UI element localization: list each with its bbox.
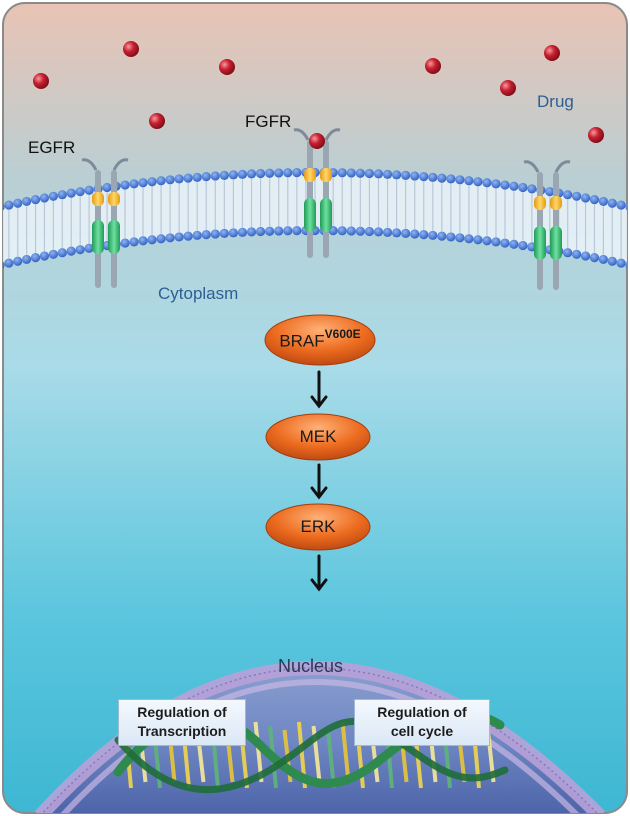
cytoplasm-label: Cytoplasm — [158, 284, 239, 303]
erk-label: ERK — [300, 517, 336, 536]
mek-label: MEK — [299, 427, 337, 446]
braf-label: BRAFV600E — [279, 327, 361, 351]
braf-node — [264, 314, 376, 366]
drug-particle — [149, 113, 165, 129]
egfr-label: EGFR — [28, 138, 76, 157]
drug-particle — [588, 127, 604, 143]
drug-particle — [425, 58, 441, 74]
drug-particle — [33, 73, 49, 89]
egfr-receptor — [81, 158, 129, 288]
drug-particle — [544, 45, 560, 61]
arrow-erk-to-nucleus — [310, 554, 328, 592]
regulation-transcription-line2: Transcription — [137, 723, 227, 739]
drug-label: Drug — [537, 92, 574, 111]
drug-particle — [123, 41, 139, 57]
receptor-right — [523, 160, 571, 290]
regulation-cell-cycle-line1: Regulation of — [377, 704, 467, 720]
drug-particle — [309, 133, 325, 149]
erk-node — [265, 503, 371, 551]
arrow-braf-to-mek — [310, 370, 328, 409]
fgfr-label: FGFR — [245, 112, 292, 131]
fgfr-receptor — [293, 128, 341, 258]
nucleus-label: Nucleus — [278, 656, 344, 676]
drug-particles — [33, 41, 604, 149]
drug-particle — [219, 59, 235, 75]
regulation-transcription-box: Regulation of Transcription — [118, 699, 246, 746]
drug-particle — [500, 80, 516, 96]
mek-node — [265, 413, 371, 461]
regulation-cell-cycle-line2: cell cycle — [390, 723, 454, 739]
regulation-transcription-line1: Regulation of — [137, 704, 227, 720]
arrow-mek-to-erk — [310, 463, 328, 500]
regulation-cell-cycle-box: Regulation of cell cycle — [354, 699, 490, 746]
